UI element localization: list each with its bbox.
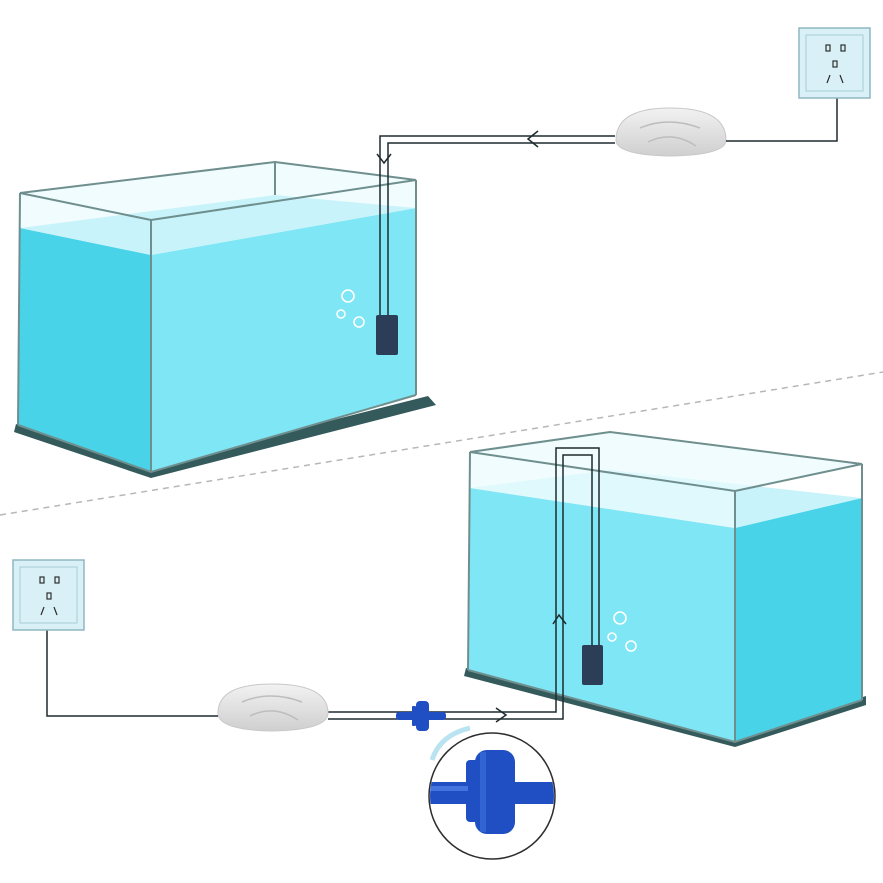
zoom-indicator-arc bbox=[429, 725, 471, 761]
check-valve-icon bbox=[396, 701, 446, 731]
air-pump-icon bbox=[217, 683, 329, 732]
tank-frame bbox=[467, 430, 863, 744]
air-stone-icon bbox=[376, 315, 398, 355]
tank-frame bbox=[17, 160, 417, 474]
check-valve-zoom bbox=[428, 732, 556, 860]
power-cord-top bbox=[726, 98, 838, 142]
wall-outlet-icon bbox=[798, 27, 871, 99]
air-tube-bottom bbox=[328, 447, 600, 723]
bubbles-bottom bbox=[607, 611, 637, 652]
water-front bbox=[468, 488, 735, 742]
air-tube-top bbox=[376, 130, 615, 318]
scene-bottom bbox=[12, 430, 866, 860]
water-side bbox=[18, 228, 151, 472]
scene-top bbox=[14, 27, 871, 478]
power-cord-bottom bbox=[46, 630, 218, 717]
water-surface bbox=[20, 195, 416, 255]
aquarium-tank-top bbox=[14, 160, 436, 478]
water-front bbox=[151, 208, 416, 472]
aquarium-tank-bottom bbox=[464, 430, 866, 747]
air-pump-icon bbox=[615, 107, 727, 157]
water-side bbox=[735, 498, 862, 742]
glass-top-band bbox=[20, 162, 416, 228]
wall-outlet-icon bbox=[12, 559, 85, 631]
air-stone-icon bbox=[582, 645, 603, 685]
bubbles-top bbox=[336, 289, 365, 328]
